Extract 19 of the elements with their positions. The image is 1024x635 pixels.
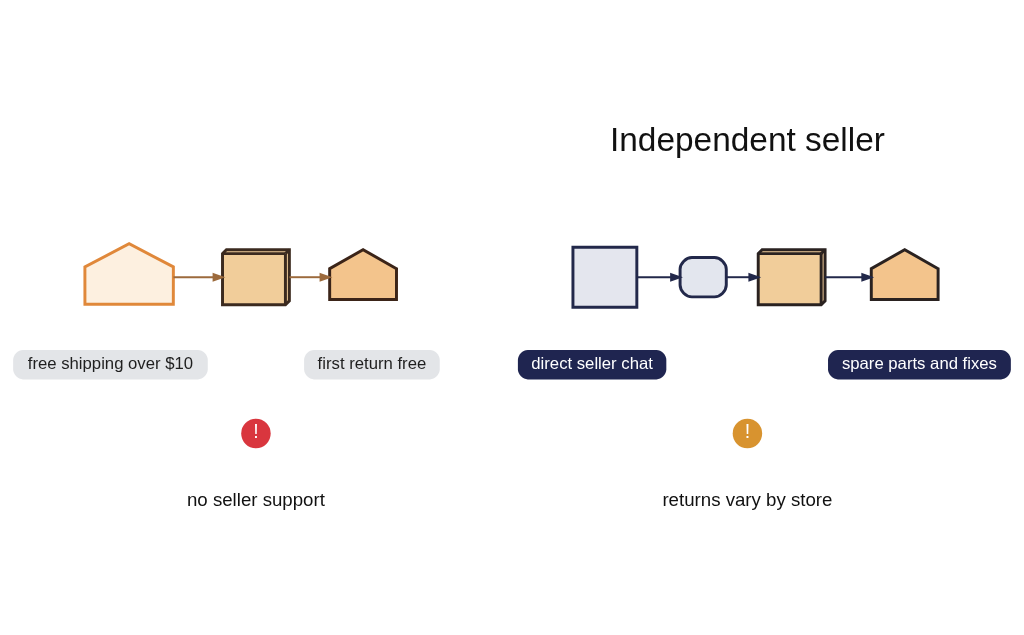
- node-circle: !: [241, 418, 271, 448]
- node-label: no seller support: [186, 488, 325, 510]
- node-box: free shipping over $10: [13, 349, 208, 379]
- node-box: first return free: [304, 349, 440, 379]
- arrow: [725, 272, 762, 282]
- node-house: [869, 247, 940, 301]
- node-box: direct seller chat: [517, 349, 667, 379]
- arrow: [824, 272, 875, 282]
- arrow: [636, 272, 683, 282]
- label: Independent seller: [609, 120, 885, 158]
- node-house: [83, 241, 175, 306]
- node-box: [678, 255, 728, 298]
- node-box: spare parts and fixes: [828, 349, 1011, 379]
- node-box: [571, 245, 639, 309]
- arrow: [172, 272, 226, 282]
- node-label: returns vary by store: [662, 488, 833, 510]
- node-circle: !: [732, 418, 763, 448]
- node-house: [328, 247, 398, 301]
- arrow: [288, 272, 333, 282]
